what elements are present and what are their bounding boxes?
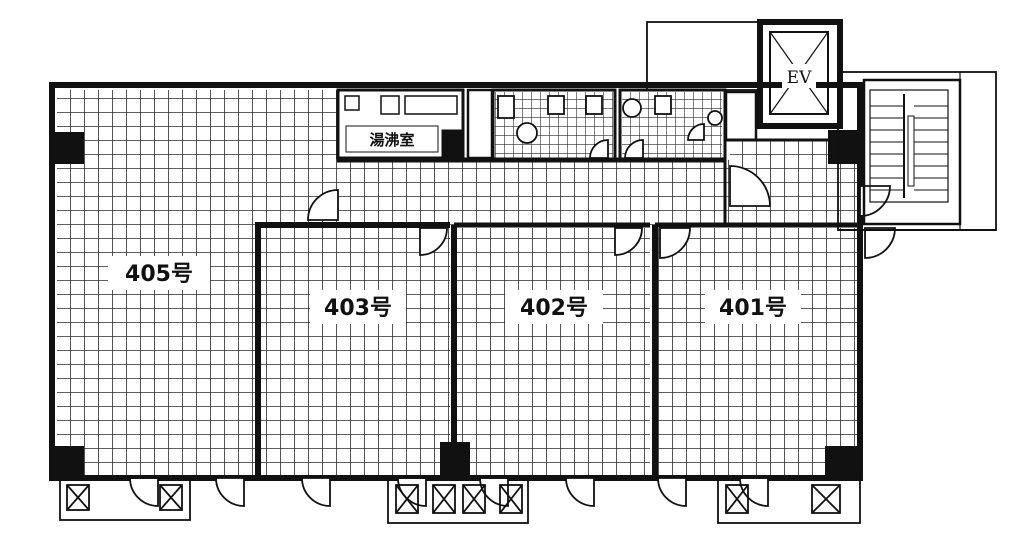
kitchenette-fixtures xyxy=(344,95,463,157)
kitchenette-label-group: 湯沸室 xyxy=(345,125,439,153)
room-label-403: 403号 xyxy=(310,290,406,324)
room-label-401: 401号 xyxy=(705,290,801,324)
svg-text:401号: 401号 xyxy=(719,296,787,321)
svg-text:402号: 402号 xyxy=(520,296,588,321)
kitchenette-label: 湯沸室 xyxy=(369,131,414,149)
elevator-shaft xyxy=(646,19,843,129)
svg-text:405号: 405号 xyxy=(125,262,193,287)
staircase xyxy=(837,71,997,231)
toilet-fixtures xyxy=(497,95,723,159)
balcony-units xyxy=(59,477,861,524)
tiled-floor xyxy=(57,90,857,475)
room-label-402: 402号 xyxy=(505,290,603,324)
room-label-405: 405号 xyxy=(108,256,210,290)
svg-text:403号: 403号 xyxy=(324,296,392,321)
room-walls xyxy=(255,222,860,475)
columns xyxy=(52,130,860,478)
elevator-label: EV xyxy=(787,68,812,88)
